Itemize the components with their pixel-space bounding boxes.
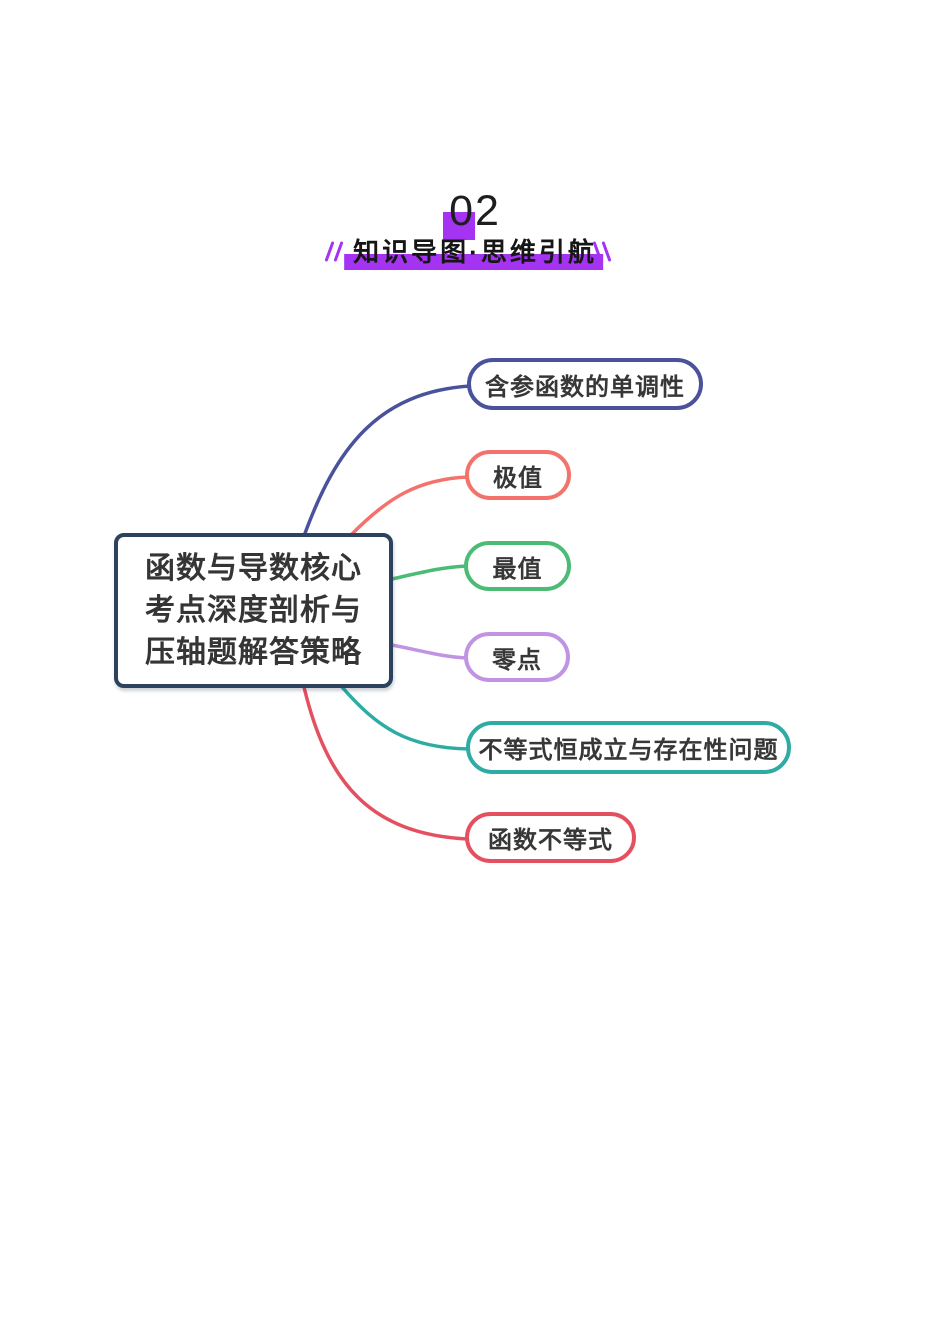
section-number-accent-square: [443, 212, 475, 240]
branch-label: 零点: [492, 646, 542, 674]
branch-label: 函数不等式: [488, 827, 613, 854]
connector-function-inequality: [302, 685, 469, 841]
section-number: 02: [449, 187, 501, 235]
connector-zero-point: [390, 643, 469, 660]
root-node-line: 压轴题解答策略: [145, 635, 362, 669]
connector-extremum: [348, 475, 470, 538]
branch-label: 最值: [492, 555, 543, 583]
connector-monotonicity: [302, 384, 472, 538]
branch-node-extremum: 极值: [465, 450, 571, 500]
branch-label: 含参函数的单调性: [485, 373, 685, 401]
branch-node-max-min: 最值: [464, 541, 571, 591]
branch-node-monotonicity: 含参函数的单调性: [467, 358, 703, 410]
connector-max-min: [390, 564, 469, 581]
branch-node-zero-point: 零点: [464, 632, 570, 682]
mindmap-root-node: 函数与导数核心 考点深度剖析与 压轴题解答策略: [114, 533, 393, 688]
branch-label: 极值: [493, 464, 543, 492]
connector-inequality-holds: [340, 685, 471, 751]
root-node-line: 函数与导数核心: [145, 551, 362, 585]
root-node-line: 考点深度剖析与: [145, 593, 362, 627]
section-title-text: 知识导图·思维引航: [353, 237, 597, 267]
branch-node-inequality-holds: 不等式恒成立与存在性问题: [466, 721, 791, 774]
branch-node-function-inequality: 函数不等式: [465, 812, 636, 863]
branch-label: 不等式恒成立与存在性问题: [478, 737, 779, 764]
section-title: 知识导图·思维引航: [344, 237, 603, 270]
